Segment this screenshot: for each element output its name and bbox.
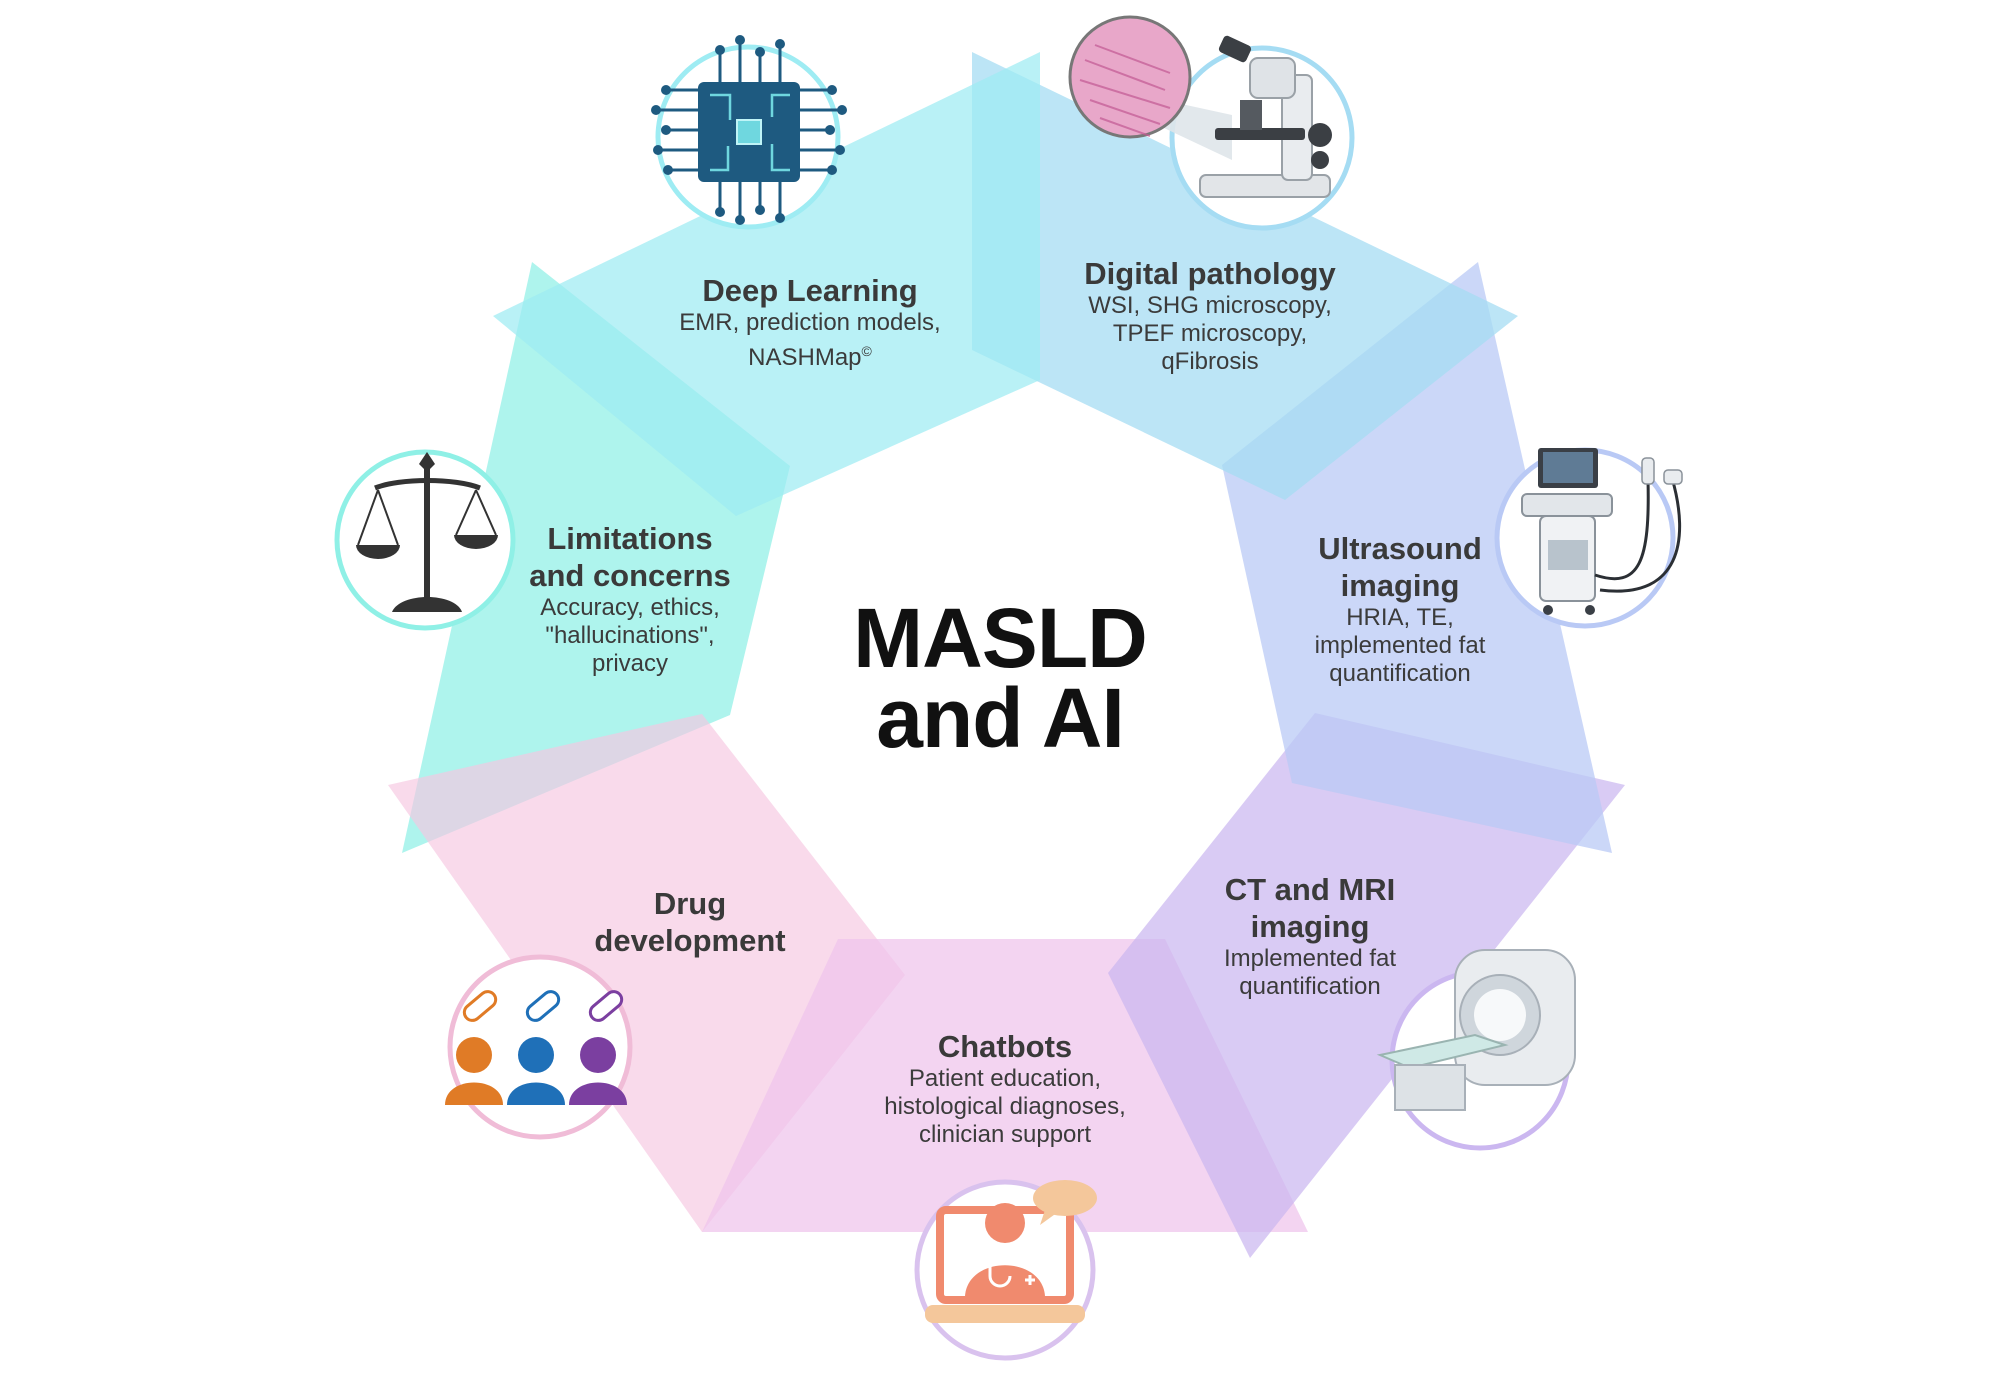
ring-segment-ct-mri bbox=[1108, 713, 1625, 1258]
scales-icon bbox=[334, 449, 516, 631]
center-title: MASLD and AI bbox=[853, 591, 1148, 765]
mri-scanner-icon bbox=[1376, 949, 1576, 1151]
segment-description: Patient education, histological diagnose… bbox=[884, 1065, 1126, 1148]
segment-title: Chatbots bbox=[937, 1029, 1073, 1064]
segment-description: EMR, prediction models, NASHMap© bbox=[679, 309, 941, 371]
segment-chatbots: Chatbots Patient education, histological… bbox=[840, 1028, 1170, 1149]
segment-title: Limitations and concerns bbox=[529, 521, 731, 593]
segment-description: Implemented fat quantification bbox=[1223, 945, 1397, 1000]
segment-title: Digital pathology bbox=[1084, 256, 1336, 291]
ring-segment-deep-learning bbox=[493, 52, 1040, 516]
doctor-laptop-icon bbox=[914, 1179, 1097, 1361]
segment-description: Accuracy, ethics, "hallucinations", priv… bbox=[540, 594, 720, 677]
segment-digital-pathology: Digital pathology WSI, SHG microscopy, T… bbox=[1040, 255, 1380, 376]
segment-title: CT and MRI imaging bbox=[1224, 872, 1396, 944]
microscope-icon bbox=[1068, 15, 1355, 231]
segment-ring bbox=[388, 52, 1625, 1258]
segment-title: Ultrasound imaging bbox=[1318, 531, 1482, 603]
segment-title: Deep Learning bbox=[702, 273, 918, 308]
segment-description: WSI, SHG microscopy, TPEF microscopy, qF… bbox=[1088, 292, 1332, 375]
segment-ct-mri: CT and MRI imaging Implemented fat quant… bbox=[1170, 871, 1450, 1001]
segment-title: Drug development bbox=[594, 886, 786, 958]
segment-limitations: Limitations and concerns Accuracy, ethic… bbox=[500, 520, 760, 678]
ring-segment-digital-pathology bbox=[972, 52, 1518, 500]
copyright-mark: © bbox=[861, 343, 872, 359]
segment-drug-development: Drug development bbox=[560, 885, 820, 959]
segment-description: HRIA, TE, implemented fat quantification bbox=[1314, 604, 1486, 687]
ultrasound-machine-icon bbox=[1494, 447, 1683, 629]
segment-deep-learning: Deep Learning EMR, prediction models, NA… bbox=[620, 272, 1000, 372]
segment-ultrasound: Ultrasound imaging HRIA, TE, implemented… bbox=[1250, 530, 1550, 688]
patients-pills-icon bbox=[445, 954, 633, 1140]
circuit-chip-icon bbox=[651, 35, 847, 230]
